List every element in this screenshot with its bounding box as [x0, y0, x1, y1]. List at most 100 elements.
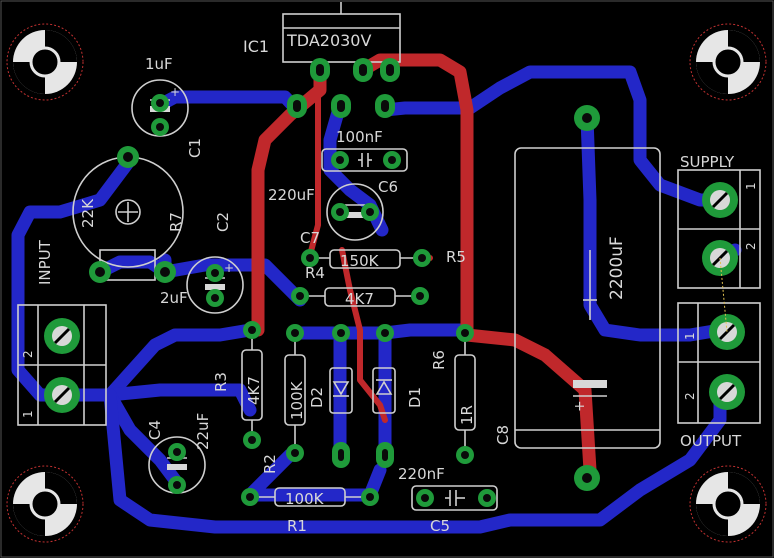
r6-pad-2 [456, 446, 474, 464]
d2-diode: D2 [308, 324, 353, 468]
d2-pad-2 [332, 442, 350, 468]
r7-value-label: 22K [79, 198, 97, 228]
r6-pad-1 [456, 324, 474, 342]
r6-value-label: 1R [458, 405, 476, 425]
mounting-hole-bottom-left [6, 465, 84, 543]
supply-pin2-label: 2 [744, 242, 758, 250]
d1-diode: D1 [372, 324, 424, 468]
c1-capacitor: + 1uF C1 [131, 55, 204, 158]
ic1-pin-4 [331, 94, 351, 118]
d2-name-label: D2 [308, 387, 326, 408]
r5-pad-2 [413, 249, 431, 267]
supply-pin1-label: 1 [744, 182, 758, 190]
ic1-pin-2 [287, 94, 307, 118]
c6-name-label: C6 [378, 178, 398, 196]
mounting-hole-bottom-right [689, 465, 767, 543]
c4-pad-plus [168, 443, 186, 461]
d1-pad-1 [376, 324, 394, 342]
r7-potentiometer: 22K R7 [72, 146, 185, 283]
input-label: INPUT [36, 239, 54, 285]
c6-capacitor: 100nF C6 [321, 128, 408, 196]
c6-pad-1 [331, 151, 349, 169]
output-pin1-label: 1 [683, 332, 697, 340]
r5-value-label: 150K [340, 252, 380, 270]
r4-resistor: 4K7 R4 [291, 264, 429, 308]
r5-name-label: R5 [446, 248, 466, 266]
ic1-tda2030v: TDA2030V IC1 [243, 2, 401, 118]
r6-name-label: R6 [430, 350, 448, 370]
output-pin2-label: 2 [683, 392, 697, 400]
d2-pad-1 [332, 324, 350, 342]
ic1-pin-3 [353, 58, 373, 82]
ic1-pin-6 [375, 94, 395, 118]
svg-text:+: + [170, 85, 180, 99]
r4-name-label: R4 [305, 264, 325, 282]
c7-capacitor: 220uF C7 [268, 183, 384, 247]
r3-resistor: 4K7 R3 [212, 321, 263, 449]
r4-value-label: 4K7 [345, 290, 374, 308]
c7-value-label: 220uF [268, 186, 315, 204]
output-pad-2 [709, 374, 745, 410]
ic1-pin-1 [310, 58, 330, 82]
svg-text:+: + [224, 261, 234, 275]
r5-resistor: 150K R5 [301, 248, 466, 270]
airwire [719, 257, 728, 333]
c2-value-label: 2uF [160, 289, 188, 307]
output-label: OUTPUT [680, 432, 742, 450]
c5-capacitor: 220nF C5 [398, 465, 498, 535]
r2-pad-2 [286, 444, 304, 462]
svg-text:+: + [572, 400, 588, 412]
c8-name-label: C8 [494, 425, 512, 445]
r1-resistor: 100K R1 [241, 487, 379, 535]
supply-pad-1 [702, 182, 738, 218]
r5-pad-1 [301, 249, 319, 267]
r4-pad-1 [291, 287, 309, 305]
r2-value-label: 100K [288, 380, 306, 420]
mounting-hole-top-left [6, 23, 84, 101]
d1-name-label: D1 [406, 387, 424, 408]
r1-pad-2 [361, 488, 379, 506]
c5-pad-1 [416, 489, 434, 507]
ic1-pin-5 [380, 58, 400, 82]
c6-pad-2 [383, 151, 401, 169]
d1-pad-2 [376, 442, 394, 468]
ic1-value-label: TDA2030V [286, 31, 371, 50]
c4-value-label: 22uF [194, 413, 212, 450]
mounting-hole-top-right [689, 23, 767, 101]
r7-pad-wiper [117, 146, 139, 168]
c1-name-label: C1 [186, 138, 204, 158]
c1-value-label: 1uF [145, 55, 173, 73]
r4-pad-2 [411, 287, 429, 305]
c8-capacitor: 2200uF C8 + [494, 105, 661, 491]
c1-pad-minus [151, 118, 169, 136]
input-pin2-label: 2 [21, 350, 35, 358]
c5-value-label: 220nF [398, 465, 445, 483]
r3-value-label: 4K7 [245, 376, 263, 405]
c8-value-label: 2200uF [607, 236, 627, 300]
r7-name-label: R7 [167, 212, 185, 232]
c7-pad-plus [331, 203, 349, 221]
r2-name-label: R2 [261, 454, 279, 474]
c4-name-label: C4 [146, 420, 164, 440]
r7-pad-2 [154, 261, 176, 283]
r1-value-label: 100K [285, 490, 325, 508]
c4-capacitor: C4 22uF [146, 413, 212, 494]
supply-label: SUPPLY [680, 153, 735, 171]
input-pad-1 [44, 377, 80, 413]
c4-pad-minus [168, 476, 186, 494]
r6-resistor: 1R R6 [430, 324, 476, 464]
r3-pad-1 [243, 321, 261, 339]
r1-pad-1 [241, 488, 259, 506]
output-connector: OUTPUT 1 2 [677, 302, 761, 450]
c1-pad-plus [151, 94, 169, 112]
c2-name-label: C2 [214, 212, 232, 232]
c6-value-label: 100nF [336, 128, 383, 146]
r3-pad-2 [243, 431, 261, 449]
c2-pad-plus [206, 264, 224, 282]
c5-pad-2 [478, 489, 496, 507]
r2-resistor: 100K R2 [261, 324, 306, 474]
c8-pad-minus [574, 105, 600, 131]
input-pad-2 [44, 318, 80, 354]
output-pad-1 [709, 314, 745, 350]
